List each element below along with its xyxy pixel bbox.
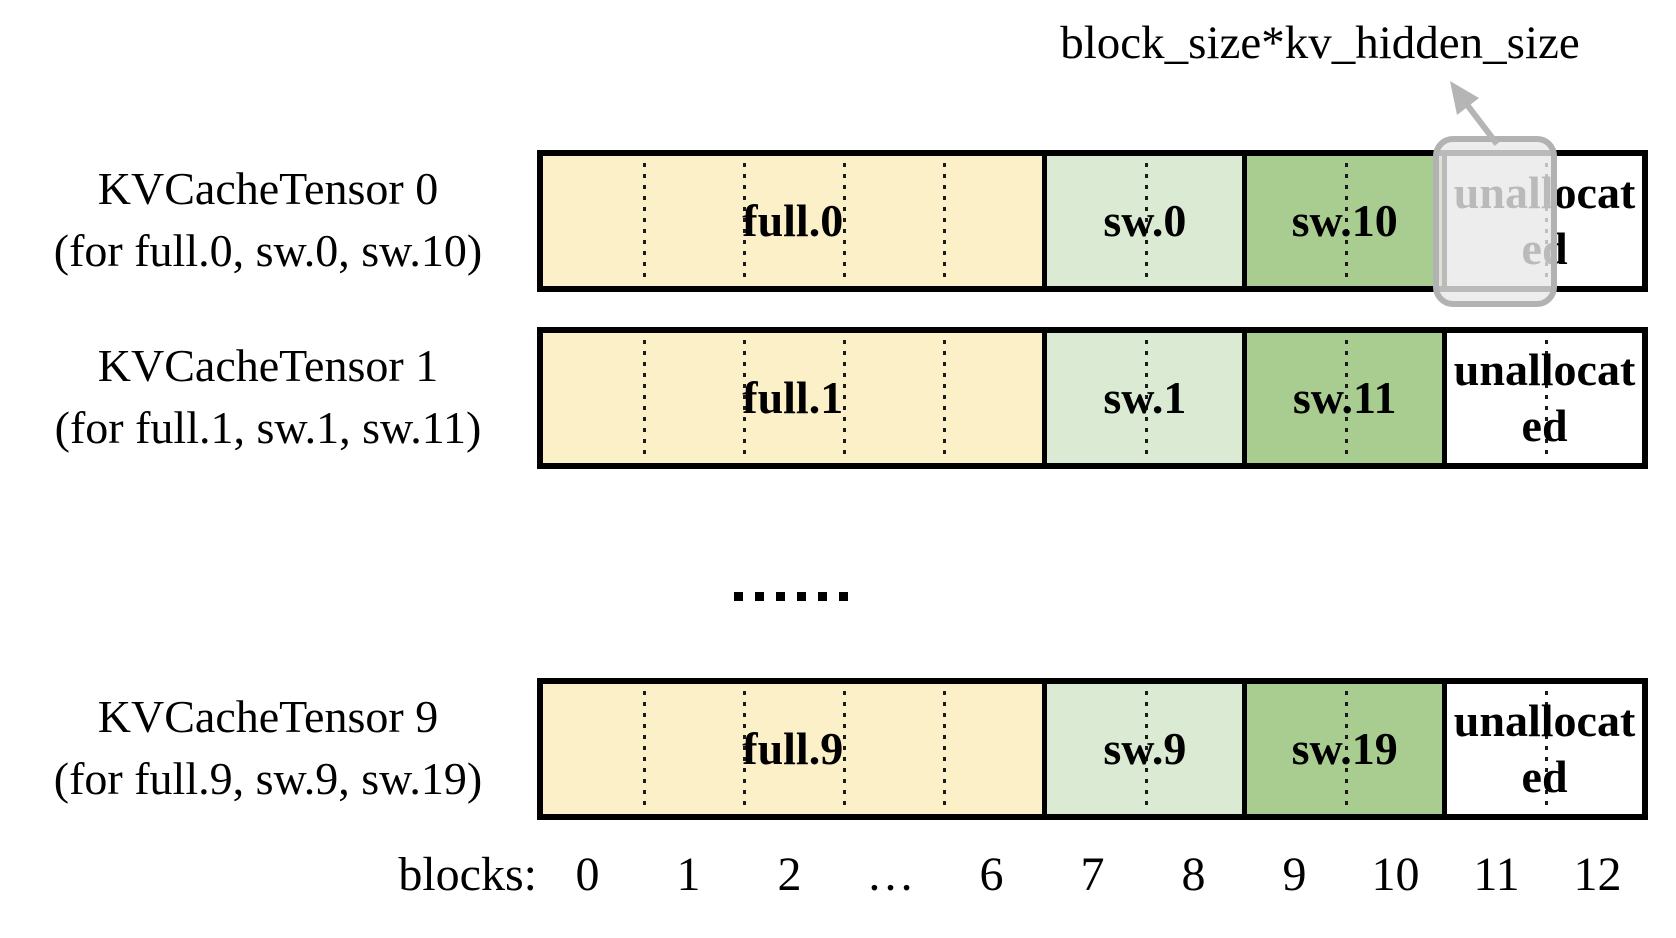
block-divider (642, 340, 646, 456)
tensor-1-subtitle: (for full.1, sw.1, sw.11) (54, 402, 482, 453)
block-divider (942, 691, 946, 807)
axis-tick: 2 (777, 848, 802, 901)
axis-tick: 10 (1371, 848, 1420, 901)
block-divider (1544, 340, 1548, 456)
block-size-annotation: block_size*kv_hidden_size (1060, 17, 1580, 69)
ellipsis-dot (755, 592, 764, 601)
tensor-1-unallocated-segment: unallocated (1442, 333, 1642, 463)
tensor-0-sw0-label: sw.0 (1103, 194, 1187, 246)
tensor-9-unallocated-segment: unallocated (1442, 684, 1642, 814)
block-divider (842, 691, 846, 807)
block-divider (742, 163, 746, 279)
block-divider (942, 163, 946, 279)
tensor-0-label: KVCacheTensor 0 (for full.0, sw.0, sw.10… (8, 158, 528, 282)
tensor-9-full-segment: full.9 (543, 684, 1043, 814)
axis-tick: 0 (575, 848, 600, 901)
tensor-9-unallocated-label: unallocated (1453, 694, 1636, 802)
tensor-1-full-label: full.1 (742, 371, 844, 423)
tensor-0-full-label: full.0 (742, 194, 844, 246)
tensor-9-sw19-label: sw.19 (1291, 722, 1398, 774)
ellipsis-dot (818, 592, 827, 601)
block-divider (842, 340, 846, 456)
block-divider (642, 691, 646, 807)
tensor-0-sw10-label: sw.10 (1291, 194, 1398, 246)
ellipsis-dot (776, 592, 785, 601)
axis-tick: 12 (1573, 848, 1622, 901)
block-divider (742, 691, 746, 807)
tensor-9-full-label: full.9 (742, 722, 844, 774)
tensor-1-full-segment: full.1 (543, 333, 1043, 463)
tensor-9-title: KVCacheTensor 9 (97, 691, 439, 742)
block-divider (1344, 163, 1348, 279)
tensor-0-full-segment: full.0 (543, 156, 1043, 286)
block-divider (1144, 691, 1148, 807)
axis-tick: 1 (676, 848, 701, 901)
axis-tick: … (866, 848, 915, 901)
axis-tick: 7 (1080, 848, 1105, 901)
block-divider (1344, 340, 1348, 456)
tensor-1-label: KVCacheTensor 1 (for full.1, sw.1, sw.11… (8, 335, 528, 459)
block-divider (842, 163, 846, 279)
block-divider (742, 340, 746, 456)
block-divider (1144, 340, 1148, 456)
block-divider (1344, 691, 1348, 807)
tensor-1-sw1-label: sw.1 (1103, 371, 1187, 423)
tensor-1-sw11-label: sw.11 (1292, 371, 1397, 423)
tensor-1-unallocated-label: unallocated (1453, 343, 1636, 451)
axis-tick: 11 (1473, 848, 1520, 901)
ellipsis-dot (839, 592, 848, 601)
tensor-0-sw0-segment: sw.0 (1042, 156, 1243, 286)
kv-cache-tensor-9-bar: full.9 sw.9 sw.19 unallocated (537, 678, 1648, 820)
tensor-9-sw9-label: sw.9 (1103, 722, 1187, 774)
block-divider (642, 163, 646, 279)
axis-tick: 8 (1181, 848, 1206, 901)
tensor-9-subtitle: (for full.9, sw.9, sw.19) (53, 753, 483, 804)
tensor-9-label: KVCacheTensor 9 (for full.9, sw.9, sw.19… (8, 686, 528, 810)
block-divider (1544, 691, 1548, 807)
tensor-9-sw19-segment: sw.19 (1242, 684, 1443, 814)
tensor-9-sw9-segment: sw.9 (1042, 684, 1243, 814)
blocks-axis-label: blocks: (398, 848, 537, 901)
axis-tick: 9 (1282, 848, 1307, 901)
tensor-0-sw10-segment: sw.10 (1242, 156, 1443, 286)
tensor-0-title: KVCacheTensor 0 (97, 163, 439, 214)
ellipsis-dot (797, 592, 806, 601)
axis-tick: 6 (979, 848, 1004, 901)
ellipsis-dot (734, 592, 743, 601)
block-divider (1144, 163, 1148, 279)
rows-ellipsis (734, 592, 848, 601)
kv-cache-tensor-1-bar: full.1 sw.1 sw.11 unallocated (537, 327, 1648, 469)
block-size-highlight-box (1433, 136, 1557, 307)
tensor-0-subtitle: (for full.0, sw.0, sw.10) (53, 225, 483, 276)
block-divider (942, 340, 946, 456)
tensor-1-sw1-segment: sw.1 (1042, 333, 1243, 463)
tensor-1-sw11-segment: sw.11 (1242, 333, 1443, 463)
tensor-1-title: KVCacheTensor 1 (97, 340, 439, 391)
